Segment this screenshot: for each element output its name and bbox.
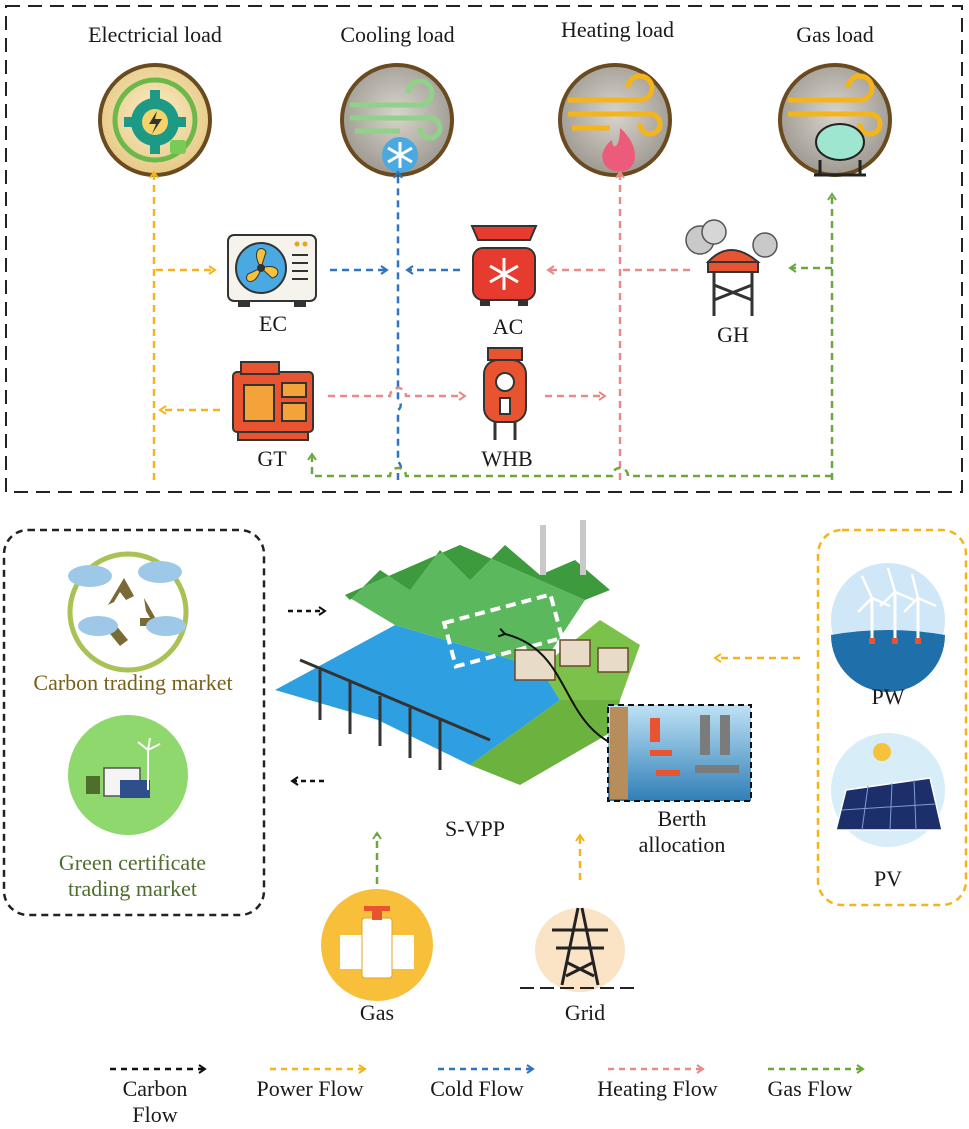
berth-allocation-icon	[607, 704, 752, 802]
gh-label: GH	[717, 322, 749, 347]
whb-label: WHB	[481, 446, 533, 471]
gt-label: GT	[257, 446, 287, 471]
carbon-market-label: Carbon trading market	[33, 670, 233, 695]
grid-source-label: Grid	[564, 1000, 606, 1025]
legend-power-label: Power Flow	[256, 1076, 364, 1101]
ac-absorption-chiller-icon	[470, 225, 538, 306]
gas-source-icon	[321, 889, 433, 1001]
whb-waste-heat-boiler-icon	[483, 347, 527, 440]
legend-heating-label: Heating Flow	[597, 1076, 718, 1101]
heating-load-icon	[558, 63, 672, 177]
pv-solar-icon	[831, 733, 945, 847]
pw-label: PW	[871, 684, 905, 709]
power-flow-lines	[149, 170, 220, 480]
cooling-load-label: Cooling load	[340, 22, 455, 47]
legend-cold-label: Cold Flow	[430, 1076, 524, 1101]
berth-allocation-label: Berth allocation	[638, 806, 726, 857]
integrated-energy-frame	[5, 5, 963, 493]
gt-gas-turbine-icon	[232, 361, 314, 441]
renewables-frame	[816, 528, 968, 907]
gas-source-label: Gas	[359, 1000, 395, 1025]
ac-label: AC	[492, 314, 524, 339]
ec-label: EC	[258, 311, 288, 336]
pv-label: PV	[873, 866, 903, 891]
cooling-load-icon	[340, 63, 454, 177]
cold-flow-lines	[330, 170, 460, 480]
gas-load-icon	[778, 63, 892, 177]
legend-gas-label: Gas Flow	[767, 1076, 853, 1101]
electrical-load-icon	[98, 63, 212, 177]
carbon-trading-icon	[67, 551, 189, 673]
legend-carbon-label: Carbon Flow	[122, 1076, 188, 1127]
heating-load-label: Heating load	[560, 17, 675, 42]
svpp-label: S-VPP	[445, 816, 505, 841]
electrical-load-label: Electricial load	[88, 22, 222, 47]
grid-source-icon	[520, 907, 640, 992]
pw-offshore-wind-icon	[831, 563, 945, 692]
gh-gas-heater-icon	[685, 219, 778, 316]
green-certificate-icon	[68, 715, 188, 835]
green-certificate-market-label: Green certificate trading market	[58, 850, 207, 901]
gas-load-label: Gas load	[796, 22, 874, 47]
heating-flow-lines	[328, 170, 690, 480]
gas-flow-lines	[307, 192, 837, 480]
ec-electric-chiller-icon	[227, 234, 317, 307]
carbon-flow-arrows	[288, 606, 327, 786]
svpp-island-illustration	[275, 520, 640, 785]
